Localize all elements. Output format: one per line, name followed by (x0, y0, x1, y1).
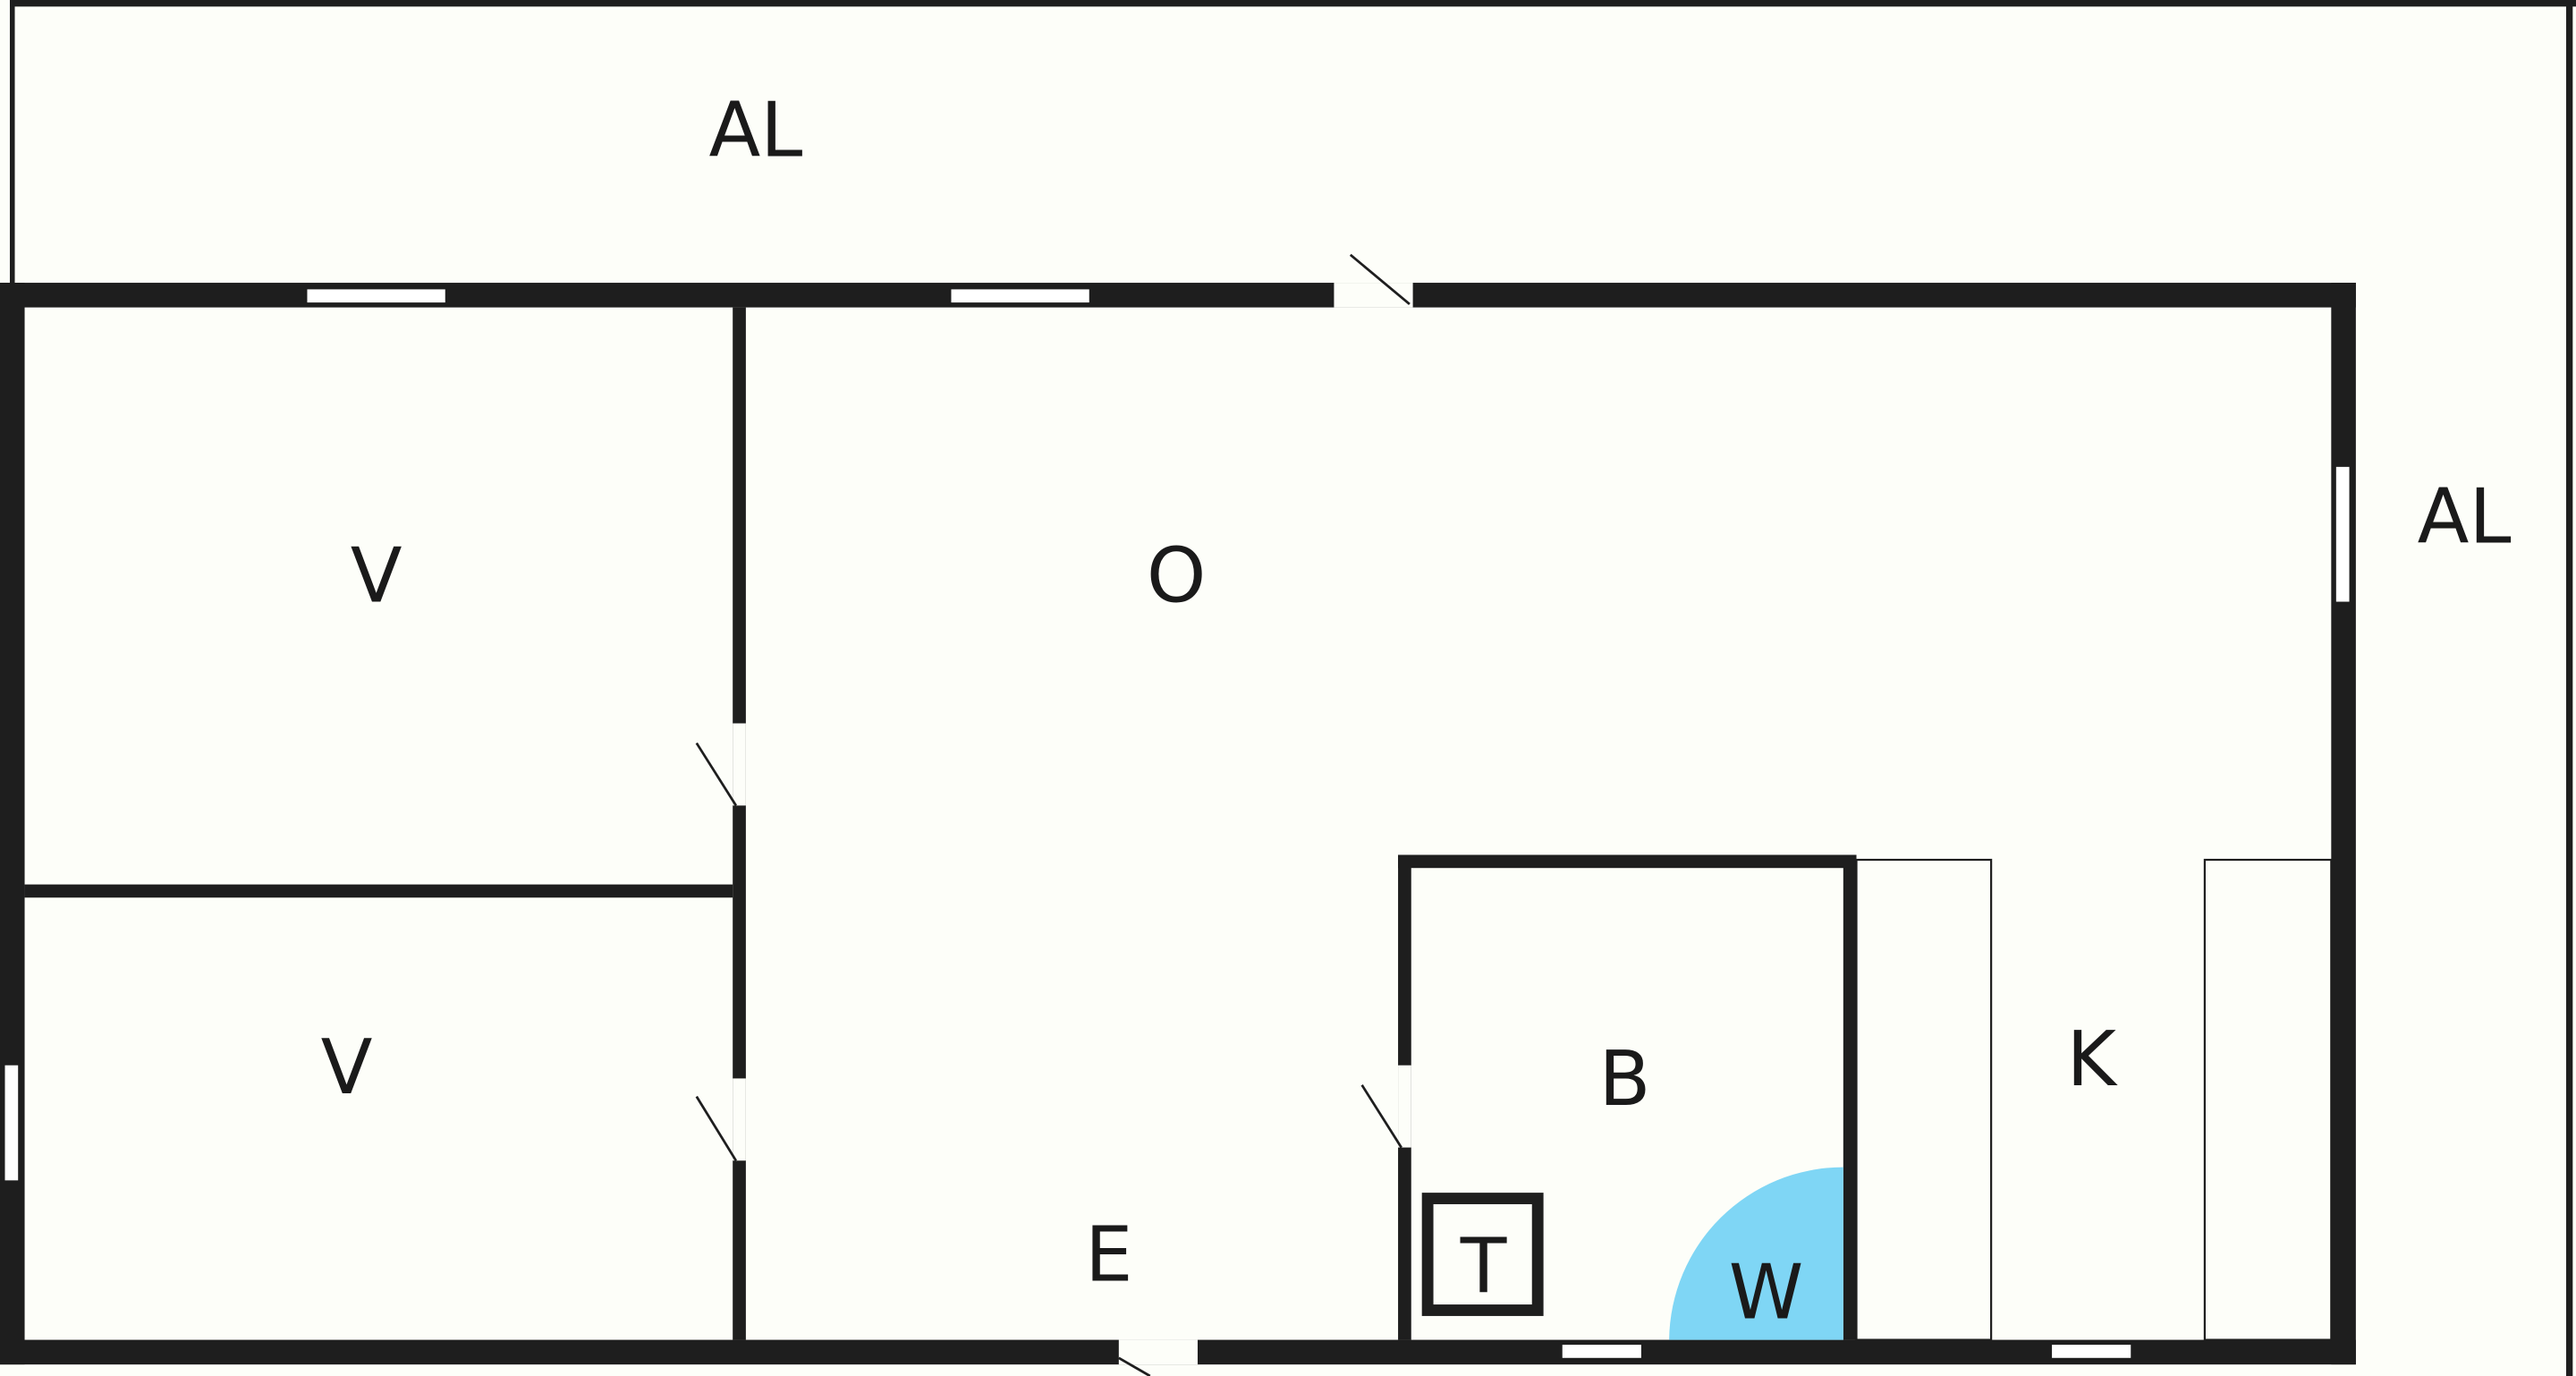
door-opening-bottom (1118, 1339, 1198, 1365)
window-top-2 (951, 289, 1089, 303)
window-right (2335, 466, 2350, 602)
window-bottom-2 (2052, 1345, 2131, 1358)
room-label-o: O (1147, 532, 1207, 620)
windows (4, 289, 2350, 1358)
room-label-k: K (2066, 1015, 2118, 1103)
doors (1118, 253, 1413, 1376)
room-label-b: B (1599, 1035, 1651, 1123)
door-opening-top (1334, 283, 1413, 308)
room-label-v-lower: V (321, 1024, 373, 1111)
door-swing-bottom (1118, 1356, 1151, 1376)
room-label-e: E (1085, 1210, 1132, 1298)
door-swing-top (1349, 253, 1411, 305)
toilet-box (1421, 1193, 1544, 1316)
shower-area (1669, 1167, 1843, 1340)
room-label-v-upper: V (351, 532, 402, 620)
terrace-outline (10, 0, 2576, 1376)
window-top-1 (307, 289, 445, 303)
kitchen-counters (1855, 858, 2333, 1341)
interior-doors (695, 723, 1411, 1162)
room-label-al-right: AL (2418, 472, 2512, 560)
shower-label: W (1729, 1249, 1804, 1337)
window-bottom-1 (1562, 1345, 1641, 1358)
window-left (4, 1065, 19, 1181)
room-label-al-top: AL (708, 87, 802, 174)
toilet-label: T (1460, 1222, 1507, 1310)
